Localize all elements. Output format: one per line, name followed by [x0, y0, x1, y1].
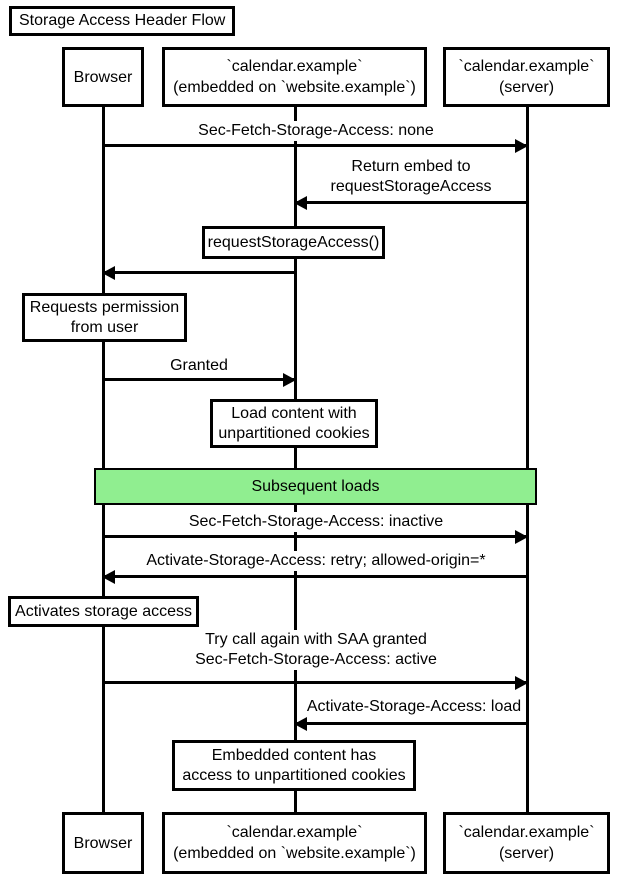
- note-text: Embedded content has: [211, 746, 377, 764]
- participant-embed-top: `calendar.example` (embedded on `website…: [162, 47, 427, 107]
- participant-embed-bottom: `calendar.example` (embedded on `website…: [162, 812, 427, 874]
- participant-label: (server): [498, 79, 555, 96]
- message-granted-label: Granted: [167, 356, 231, 376]
- message-sec-fetch-inactive-label: Sec-Fetch-Storage-Access: inactive: [185, 512, 447, 532]
- message-sec-fetch-none-label: Sec-Fetch-Storage-Access: none: [195, 121, 437, 141]
- message-return-embed-label: Return embed to requestStorageAccess: [327, 157, 495, 197]
- message-text: Return embed to: [351, 158, 471, 175]
- message-text: Sec-Fetch-Storage-Access: inactive: [188, 513, 444, 530]
- participant-label: Browser: [73, 834, 133, 852]
- participant-label: `calendar.example`: [458, 58, 595, 75]
- note-text: access to unpartitioned cookies: [182, 766, 406, 784]
- message-embed-to-browser-arrow: [102, 266, 295, 280]
- message-try-again-label: Try call again with SAA granted Sec-Fetc…: [192, 630, 440, 670]
- message-text: Activate-Storage-Access: retry; allowed-…: [146, 552, 486, 569]
- note-text: requestStorageAccess(): [207, 233, 380, 251]
- note-requests-permission: Requests permission from user: [22, 293, 187, 342]
- participant-label: (server): [498, 845, 555, 862]
- note-load-content: Load content with unpartitioned cookies: [210, 399, 378, 448]
- message-activate-retry-label: Activate-Storage-Access: retry; allowed-…: [143, 551, 489, 571]
- arrowhead-right-icon: [515, 530, 528, 544]
- message-activate-retry-arrow: [102, 570, 527, 584]
- message-text: requestStorageAccess: [330, 178, 492, 195]
- message-sec-fetch-inactive-arrow: [103, 530, 528, 544]
- lifeline-server: [525, 105, 529, 812]
- message-activate-load-arrow: [294, 717, 527, 731]
- participant-browser-top: Browser: [62, 47, 144, 107]
- note-text: Requests permission: [29, 298, 180, 316]
- note-text: from user: [70, 318, 139, 336]
- subsequent-loads-band: Subsequent loads: [94, 468, 537, 505]
- note-request-storage-access: requestStorageAccess(): [202, 226, 385, 259]
- arrowhead-left-icon: [102, 266, 115, 280]
- participant-server-bottom: `calendar.example` (server): [443, 812, 610, 874]
- band-label: Subsequent loads: [251, 477, 380, 495]
- message-granted-arrow: [103, 373, 296, 387]
- message-text: Sec-Fetch-Storage-Access: none: [198, 122, 434, 139]
- participant-label: `calendar.example`: [226, 824, 363, 841]
- message-text: Sec-Fetch-Storage-Access: active: [195, 651, 437, 668]
- note-text: Load content with: [231, 404, 357, 422]
- participant-label: `calendar.example`: [458, 824, 595, 841]
- message-text: Activate-Storage-Access: load: [306, 698, 522, 715]
- message-sec-fetch-none-arrow: [103, 139, 528, 153]
- participant-label: (embedded on `website.example`): [173, 79, 416, 96]
- note-activates-storage-access: Activates storage access: [8, 596, 199, 627]
- lifeline-browser: [101, 105, 105, 812]
- message-text: Try call again with SAA granted: [205, 631, 427, 648]
- arrowhead-left-icon: [294, 196, 307, 210]
- message-return-embed-arrow: [294, 196, 527, 210]
- message-activate-load-label: Activate-Storage-Access: load: [303, 697, 525, 717]
- arrowhead-left-icon: [294, 717, 307, 731]
- participant-browser-bottom: Browser: [62, 812, 144, 874]
- participant-label: Browser: [73, 68, 133, 86]
- arrowhead-left-icon: [102, 570, 115, 584]
- note-text: Activates storage access: [15, 602, 192, 620]
- lifeline-embed: [293, 105, 297, 812]
- arrowhead-right-icon: [283, 373, 296, 387]
- participant-label: `calendar.example`: [226, 58, 363, 75]
- participant-server-top: `calendar.example` (server): [443, 47, 610, 107]
- note-embedded-content-access: Embedded content has access to unpartiti…: [172, 740, 416, 791]
- note-text: unpartitioned cookies: [218, 424, 370, 442]
- diagram-title: Storage Access Header Flow: [9, 6, 236, 36]
- participant-label: (embedded on `website.example`): [173, 845, 416, 862]
- arrowhead-right-icon: [515, 676, 528, 690]
- message-try-again-arrow: [103, 676, 528, 690]
- arrowhead-right-icon: [515, 139, 528, 153]
- message-text: Granted: [170, 357, 228, 374]
